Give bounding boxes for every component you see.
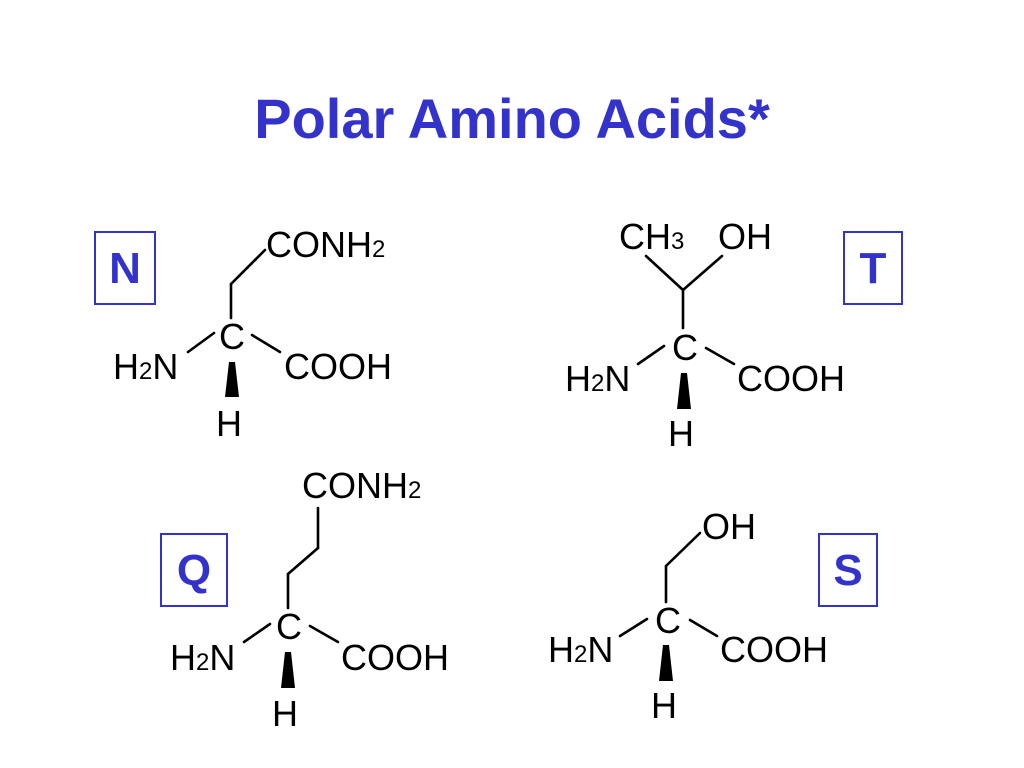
methyl-group: CH3	[619, 216, 684, 257]
bond-amino	[242, 622, 272, 644]
wedge-bond-h	[659, 645, 673, 681]
slide-title: Polar Amino Acids*	[254, 87, 770, 150]
bond-hydroxyl	[681, 254, 724, 292]
letter-box-t	[843, 231, 903, 305]
letter-q: Q	[177, 546, 211, 595]
bond-amino	[636, 344, 666, 366]
wedge-bond-h	[677, 373, 691, 409]
wedge-bond-h	[281, 652, 295, 688]
bond-methyl	[644, 254, 685, 292]
molecule-glutamine: Q CONH2 C H2N COOH H	[160, 465, 449, 734]
side-chain-amide: CONH2	[302, 465, 421, 506]
carboxyl-group: COOH	[720, 629, 828, 670]
bond-side-2	[286, 546, 320, 576]
molecule-threonine: T CH3 OH C H2N COOH H	[565, 216, 903, 454]
bond-carboxyl	[250, 333, 282, 354]
letter-n: N	[109, 244, 141, 293]
amino-group: H2N	[113, 346, 178, 387]
carboxyl-group: COOH	[284, 346, 392, 387]
alpha-hydrogen: H	[668, 413, 694, 454]
alpha-hydrogen: H	[272, 693, 298, 734]
letter-box-n	[94, 231, 156, 305]
side-chain-amide: CONH2	[266, 224, 385, 265]
molecule-asparagine: N CONH2 C H2N COOH H	[94, 224, 392, 444]
bond-side-upper	[229, 248, 267, 286]
hydroxyl-group: OH	[702, 506, 756, 547]
letter-box-s	[818, 533, 878, 607]
amino-group: H2N	[565, 358, 630, 399]
bond-carboxyl	[308, 624, 340, 644]
bond-amino	[618, 617, 649, 638]
carboxyl-group: COOH	[737, 358, 845, 399]
bond-carboxyl	[704, 346, 736, 366]
letter-s: S	[833, 546, 862, 595]
carboxyl-group: COOH	[341, 637, 449, 678]
bond-carboxyl	[688, 618, 719, 638]
wedge-bond-h	[225, 362, 239, 397]
bond-side-upper	[664, 531, 702, 568]
alpha-carbon: C	[219, 316, 245, 357]
bond-amino	[186, 331, 216, 354]
amino-group: H2N	[170, 637, 235, 678]
letter-box-q	[160, 533, 228, 607]
letter-t: T	[860, 244, 887, 293]
alpha-hydrogen: H	[216, 403, 242, 444]
alpha-carbon: C	[672, 327, 698, 368]
alpha-hydrogen: H	[651, 685, 677, 726]
molecule-serine: S OH C H2N COOH H	[548, 506, 878, 726]
alpha-carbon: C	[655, 600, 681, 641]
amino-group: H2N	[548, 629, 613, 670]
hydroxyl-group: OH	[718, 216, 772, 257]
alpha-carbon: C	[276, 606, 302, 647]
